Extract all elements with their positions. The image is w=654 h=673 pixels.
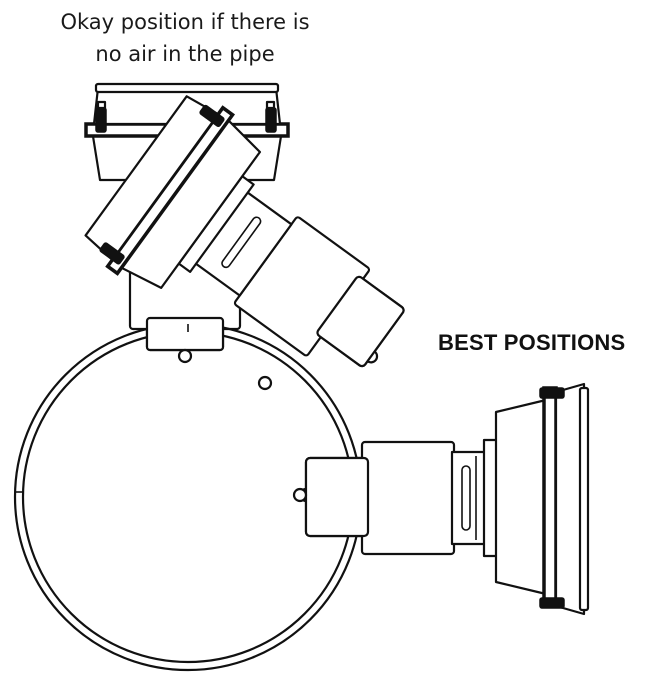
okay-position-caption-line1: Okay position if there is (60, 10, 310, 34)
sensor-angled-slot (221, 216, 262, 269)
okay-position-caption: Okay position if there is no air in the … (0, 6, 370, 70)
sensor-horizontal-bolt-top (539, 387, 565, 399)
sensor-horizontal-bolt-bottom (539, 597, 565, 609)
best-positions-label: BEST POSITIONS (438, 330, 626, 355)
sensor-top-bolt-left (95, 107, 107, 133)
okay-position-caption-line2: no air in the pipe (95, 42, 275, 66)
sensor-angled-bolt-left (99, 242, 125, 265)
sensor-horizontal-nut (360, 440, 456, 556)
sensor-top-bolt-right (265, 107, 277, 133)
sensor-horizontal-housing (494, 398, 548, 596)
sensor-horizontal-cover (554, 382, 586, 616)
sensor-horizontal-flange (542, 386, 558, 608)
sensor-horizontal-slot (461, 465, 471, 531)
sensor-angled-bolt-right (199, 104, 225, 127)
